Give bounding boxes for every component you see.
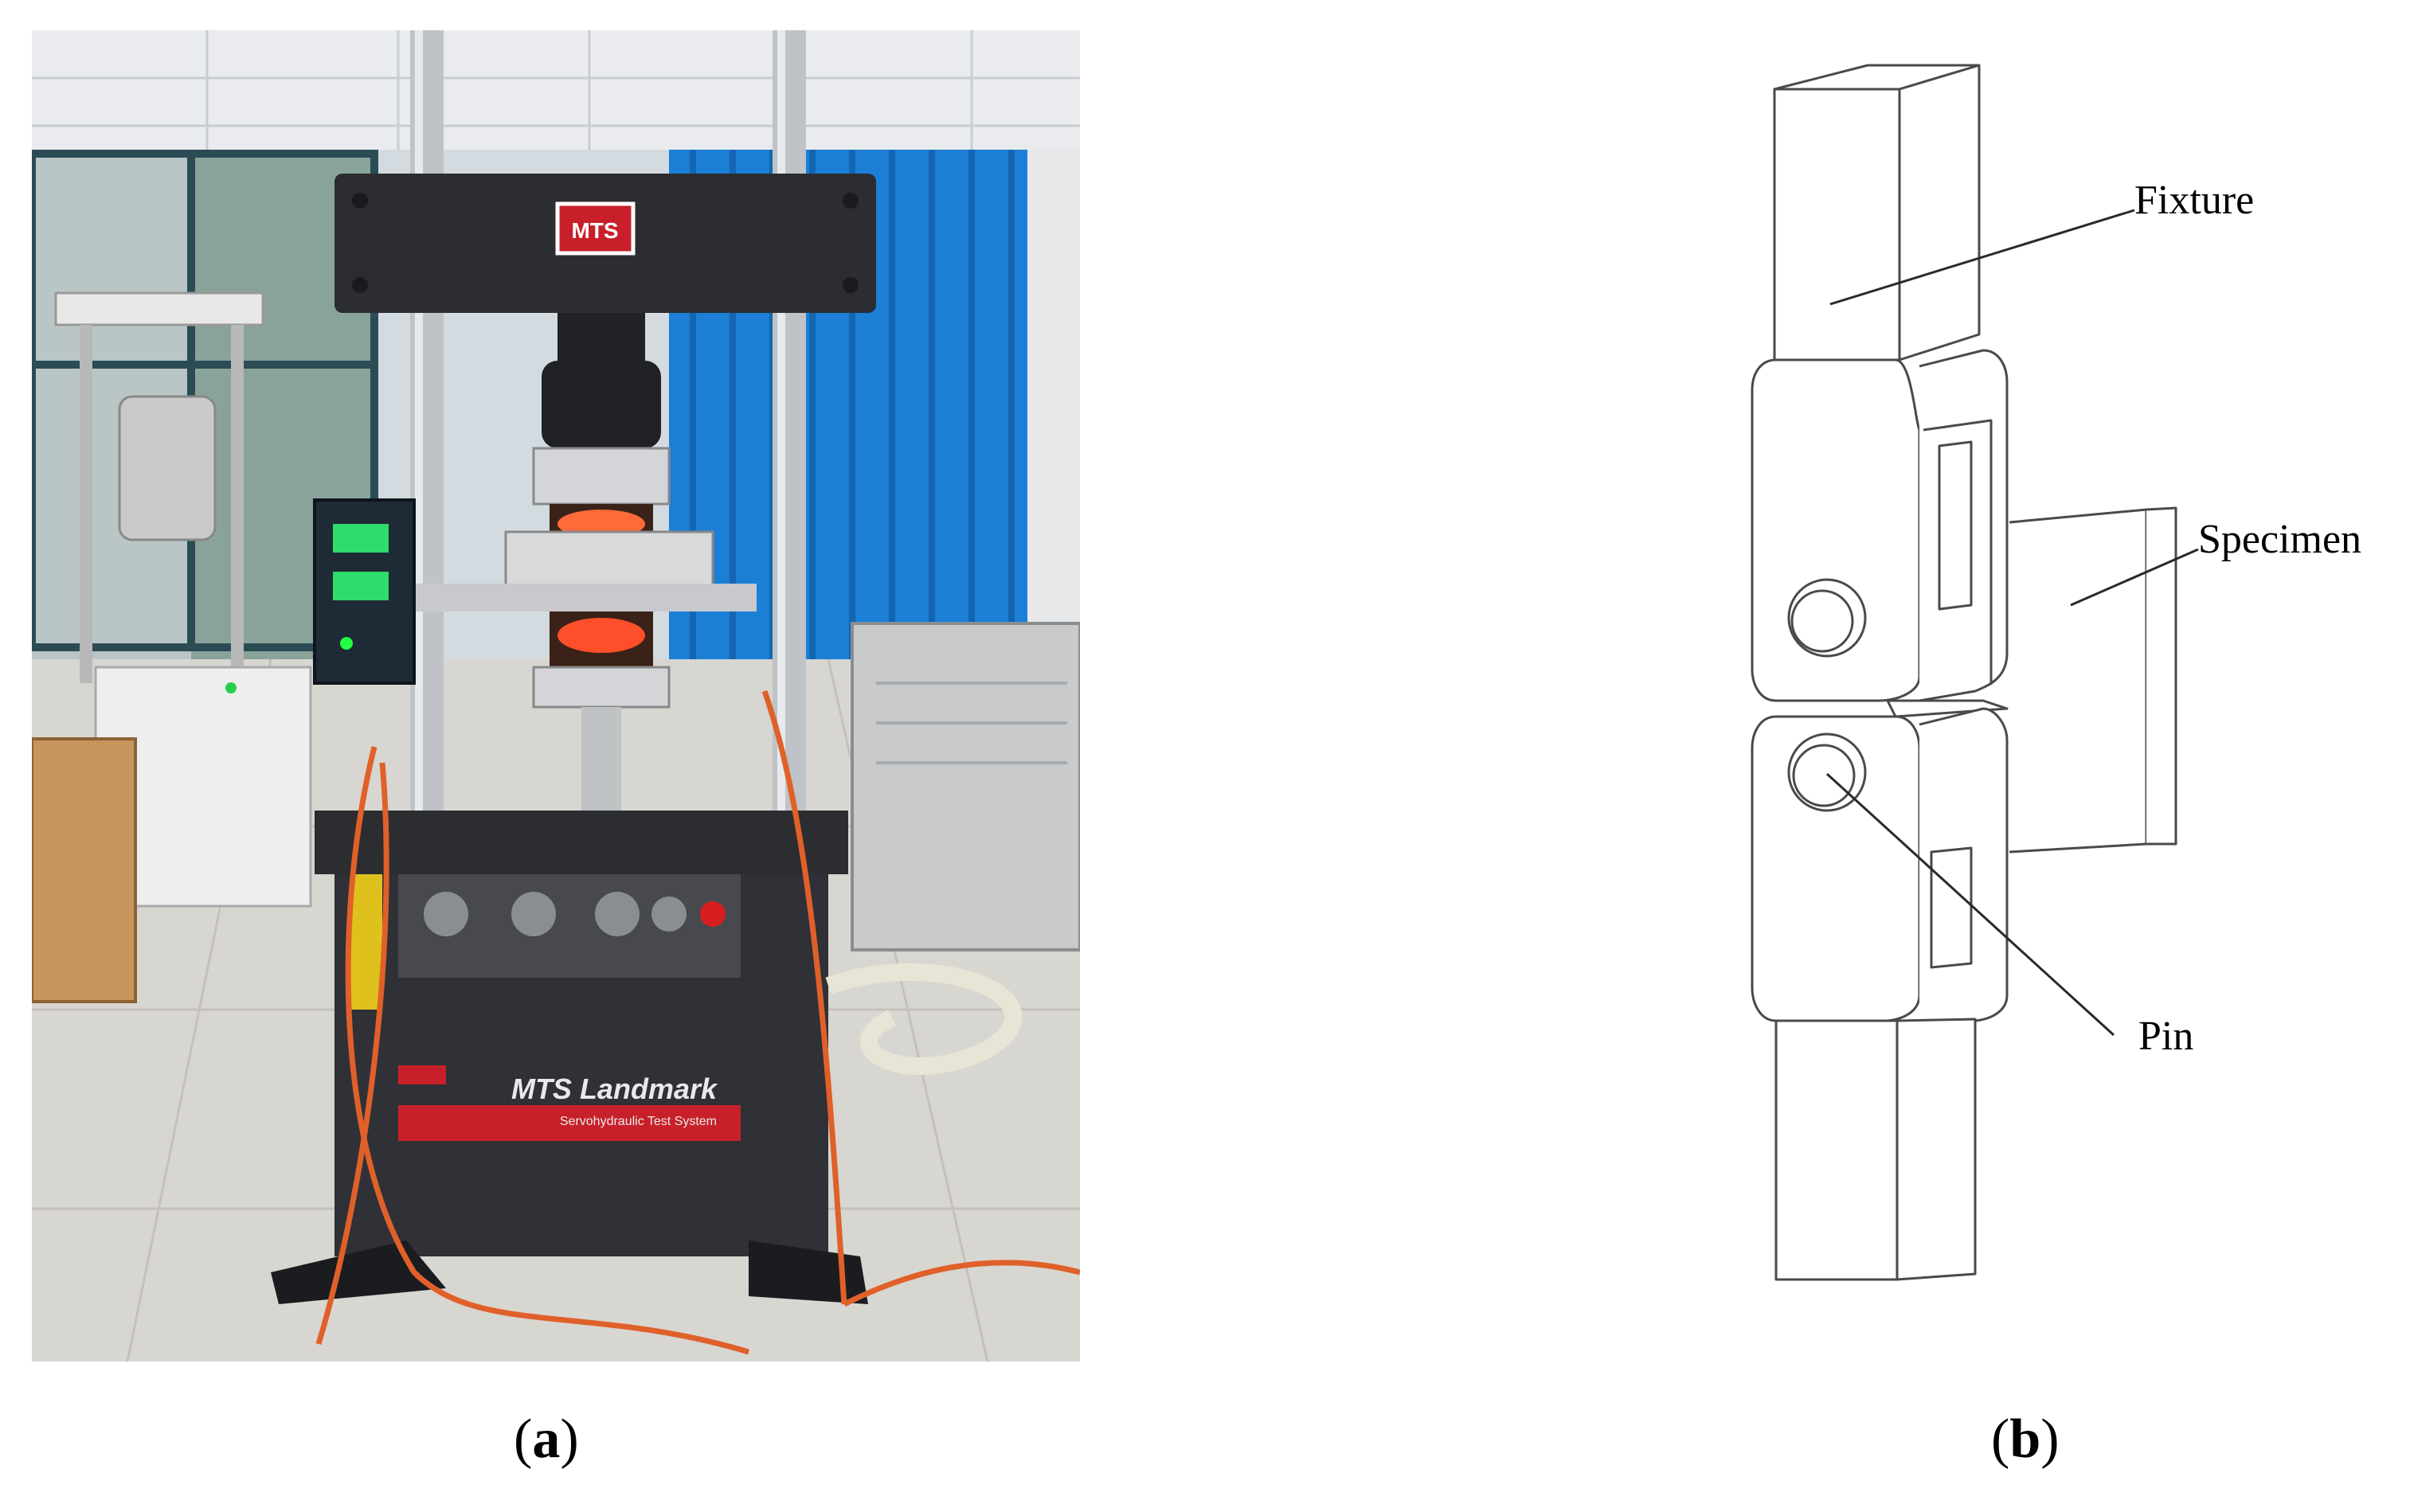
label-pin: Pin bbox=[2138, 1014, 2194, 1059]
caption-a: (a) bbox=[514, 1408, 579, 1471]
label-specimen: Specimen bbox=[2198, 517, 2362, 562]
base-sub-text: Servohydraulic Test System bbox=[560, 1115, 717, 1128]
crosshead-logo-text: MTS bbox=[571, 218, 618, 243]
caption-a-letter: a bbox=[532, 1408, 561, 1470]
fixture-schematic-drawing bbox=[1657, 48, 2405, 1290]
base-brand-text: MTS Landmark bbox=[511, 1072, 718, 1105]
photo-mts-test-machine: MTS MTS Landmark Servohydraulic Test Sys… bbox=[28, 30, 1082, 1362]
caption-b-open: ( bbox=[1991, 1408, 2010, 1470]
caption-a-close: ) bbox=[560, 1408, 579, 1470]
label-fixture: Fixture bbox=[2134, 178, 2255, 223]
caption-b: (b) bbox=[1991, 1408, 2060, 1471]
caption-b-letter: b bbox=[2009, 1408, 2041, 1470]
caption-a-open: ( bbox=[514, 1408, 533, 1470]
caption-b-close: ) bbox=[2040, 1408, 2060, 1470]
